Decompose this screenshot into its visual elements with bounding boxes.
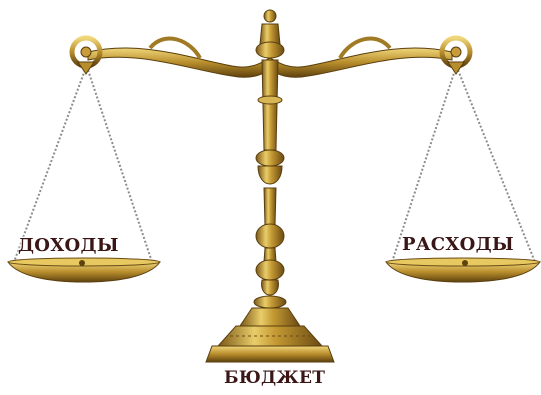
income-label: ДОХОДЫ bbox=[18, 235, 119, 256]
base bbox=[206, 308, 334, 362]
budget-label: БЮДЖЕТ bbox=[224, 368, 325, 388]
left-pan bbox=[8, 258, 160, 282]
column bbox=[254, 10, 286, 308]
expenses-label: РАСХОДЫ bbox=[402, 234, 514, 255]
left-chains bbox=[14, 70, 152, 262]
right-pan bbox=[386, 258, 540, 282]
